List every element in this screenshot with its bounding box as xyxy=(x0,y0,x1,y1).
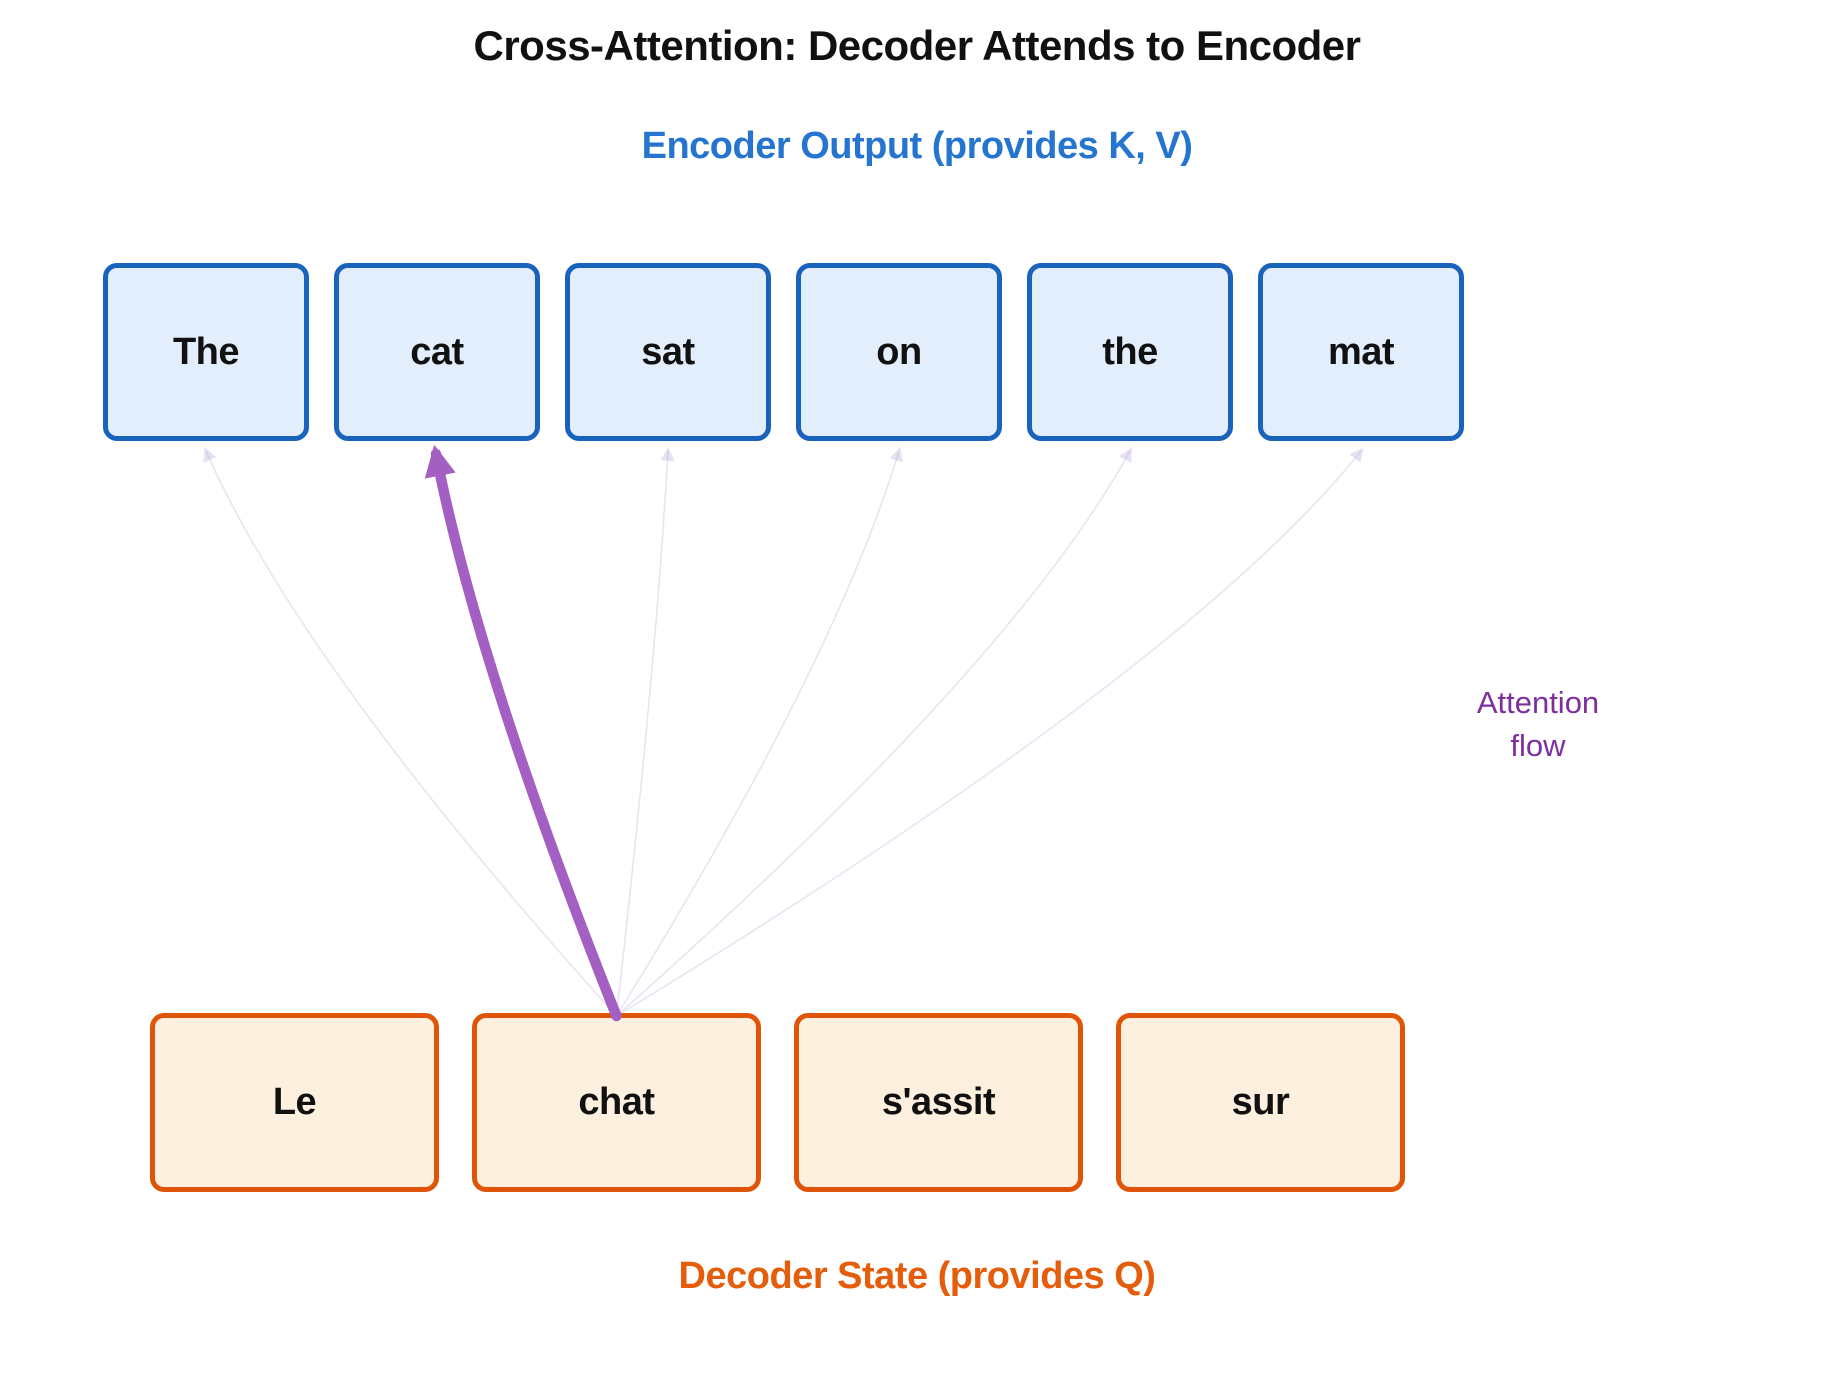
decoder-token-label: s'assit xyxy=(881,1081,996,1123)
decoder-state-label: Decoder State (provides Q) xyxy=(678,1255,1156,1297)
decoder-token-box: s'assit xyxy=(794,1013,1083,1192)
attention-flow-label: Attention flow xyxy=(1388,681,1688,767)
encoder-token-box: sat xyxy=(565,263,771,441)
encoder-token-label: the xyxy=(1102,330,1158,373)
decoder-token-box: chat xyxy=(472,1013,761,1192)
decoder-token-box: Le xyxy=(150,1013,439,1192)
decoder-token-box: sur xyxy=(1116,1013,1405,1192)
encoder-token-label: mat xyxy=(1327,330,1395,373)
decoder-token-row: Le chat s'assit sur xyxy=(150,1013,1405,1192)
encoder-token-box: on xyxy=(796,263,1002,441)
attention-line-faint xyxy=(615,446,903,1017)
attention-line-faint xyxy=(616,447,1364,1017)
attention-line-faint xyxy=(203,447,618,1017)
encoder-token-label: sat xyxy=(641,330,695,373)
encoder-output-label: Encoder Output (provides K, V) xyxy=(641,125,1193,167)
encoder-token-box: cat xyxy=(334,263,540,441)
decoder-token-label: chat xyxy=(578,1081,655,1123)
attention-line-faint xyxy=(615,446,675,1017)
encoder-token-row: The cat sat on the mat xyxy=(103,263,1464,441)
encoder-token-box: The xyxy=(103,263,309,441)
attention-arrow-strong xyxy=(424,444,622,1022)
decoder-token-label: sur xyxy=(1231,1081,1290,1123)
diagram-title: Cross-Attention: Decoder Attends to Enco… xyxy=(473,22,1362,69)
attention-flow-label-line2: flow xyxy=(1510,728,1566,763)
attention-flow-label-line1: Attention xyxy=(1476,685,1600,720)
attention-line-faint xyxy=(615,447,1133,1017)
encoder-token-box: mat xyxy=(1258,263,1464,441)
encoder-token-box: the xyxy=(1027,263,1233,441)
encoder-token-label: cat xyxy=(410,330,464,373)
encoder-token-label: on xyxy=(876,330,922,373)
decoder-token-label: Le xyxy=(272,1081,317,1123)
encoder-token-label: The xyxy=(172,330,240,373)
